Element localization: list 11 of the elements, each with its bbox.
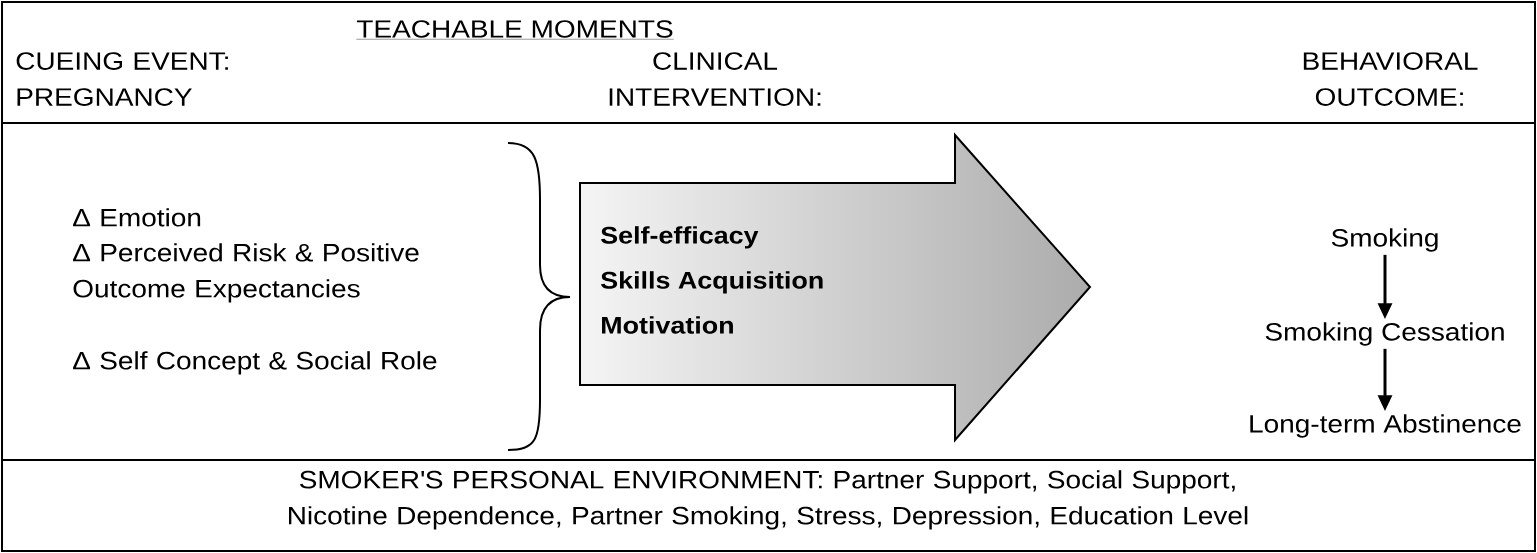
bullet-item: Δ Self Concept & Social Role (73, 351, 437, 375)
column-heading: BEHAVIORAL OUTCOME: (1303, 52, 1478, 106)
title: TEACHABLE MOMENTS (356, 20, 674, 40)
outcome-text: Long-term Abstinence (1250, 414, 1521, 438)
outcome-text: Smoking Cessation (1265, 322, 1504, 346)
outcome-text: Smoking (1331, 228, 1438, 252)
bullet-item: Δ Perceived Risk & Positive Outcome Expectancies (73, 243, 419, 303)
bullet-item: Δ Emotion (73, 208, 201, 227)
column-heading: CUEING EVENT: PREGNANCY (16, 52, 228, 106)
column-heading: CLINICAL INTERVENTION: (609, 52, 821, 106)
footer-text: SMOKER'S PERSONAL ENVIRONMENT: Partner Support, Social Support, Nicotine Dependence, Partner Smoking, Stress, Depression, Education Level (289, 470, 1248, 530)
